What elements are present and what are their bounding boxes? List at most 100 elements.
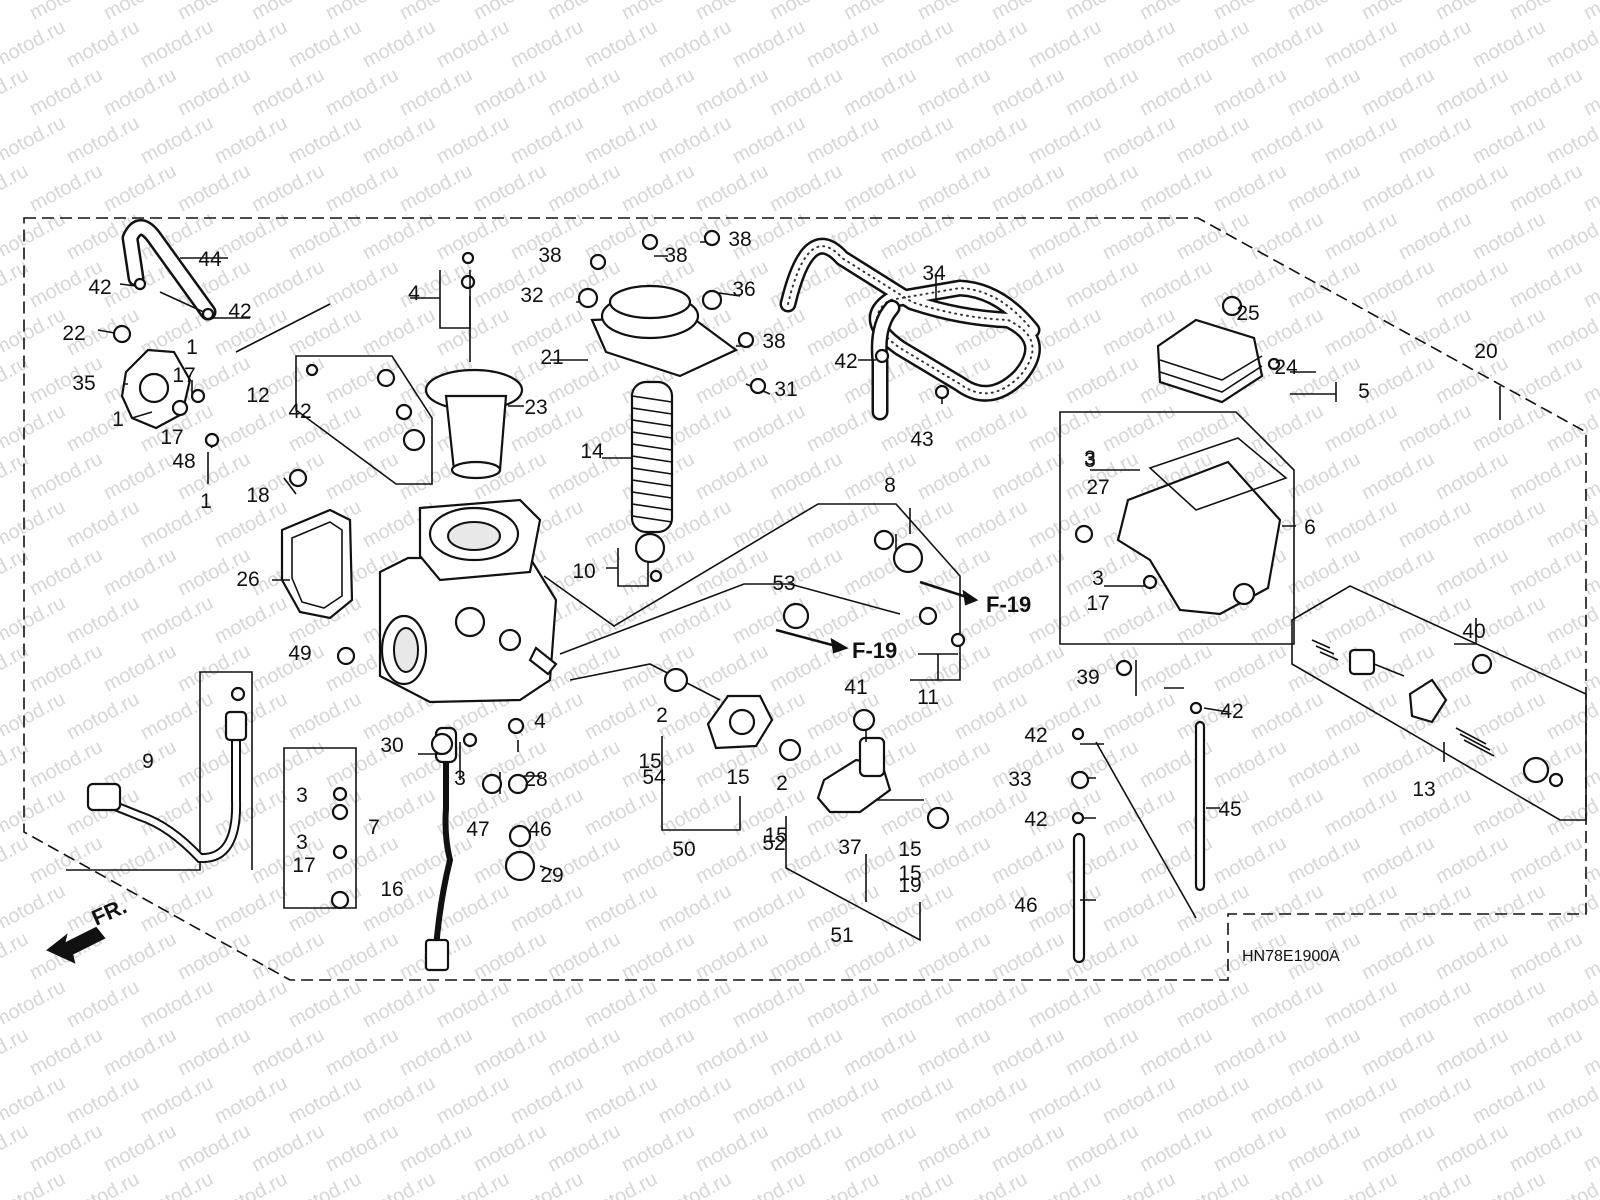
watermark-text: motod.ru	[470, 1120, 550, 1176]
callout-31: 31	[774, 378, 797, 401]
watermark-text: motod.ru	[914, 832, 994, 888]
accelerator-pump-13	[1311, 639, 1564, 788]
watermark-text: motod.ru	[803, 1168, 883, 1200]
watermark-text: motod.ru	[433, 1168, 513, 1200]
watermark-text: motod.ru	[1247, 1072, 1327, 1128]
watermark-text: motod.ru	[803, 16, 883, 72]
watermark-text: motod.ru	[1395, 304, 1475, 360]
watermark-text: motod.ru	[1173, 1168, 1253, 1200]
watermark-text: motod.ru	[359, 976, 439, 1032]
watermark-text: motod.ru	[803, 400, 883, 456]
watermark-text: motod.ru	[1432, 160, 1512, 216]
watermark-text: motod.ru	[988, 1024, 1068, 1080]
watermark-text: motod.ru	[1395, 1168, 1475, 1200]
watermark-text: motod.ru	[914, 736, 994, 792]
watermark-text: motod.ru	[285, 1168, 365, 1200]
watermark-text: motod.ru	[137, 688, 217, 744]
watermark-text: motod.ru	[100, 640, 180, 696]
watermark-text: motod.ru	[766, 64, 846, 120]
watermark-text: motod.ru	[211, 976, 291, 1032]
watermark-text: motod.ru	[1395, 16, 1475, 72]
watermark-text: motod.ru	[1395, 400, 1475, 456]
watermark-text: motod.ru	[951, 496, 1031, 552]
watermark-text: motod.ru	[1580, 640, 1600, 696]
watermark-text: motod.ru	[1062, 256, 1142, 312]
callout-38: 38	[538, 244, 561, 267]
callout-30: 30	[380, 734, 403, 757]
watermark-text: motod.ru	[1469, 784, 1549, 840]
watermark-text: motod.ru	[174, 0, 254, 24]
watermark-text: motod.ru	[1506, 928, 1586, 984]
callout-55: 55	[0, 0, 12, 5]
watermark-text: motod.ru	[137, 1168, 217, 1200]
watermark-text: motod.ru	[1321, 496, 1401, 552]
watermark-text: motod.ru	[914, 1120, 994, 1176]
watermark-text: motod.ru	[544, 928, 624, 984]
callout-4: 4	[408, 282, 420, 305]
watermark-text: motod.ru	[1395, 880, 1475, 936]
watermark-text: motod.ru	[1321, 688, 1401, 744]
callout-15: 15	[764, 824, 787, 847]
callout-12: 12	[246, 384, 269, 407]
watermark-text: motod.ru	[285, 1072, 365, 1128]
watermark-text: motod.ru	[359, 208, 439, 264]
watermark-text: motod.ru	[26, 0, 106, 24]
watermark-text: motod.ru	[1173, 400, 1253, 456]
watermark-text: motod.ru	[1395, 976, 1475, 1032]
callout-7: 7	[368, 816, 380, 839]
watermark-text: motod.ru	[1321, 304, 1401, 360]
watermark-text: motod.ru	[0, 928, 32, 984]
watermark-text: motod.ru	[729, 496, 809, 552]
callout-9: 9	[142, 750, 154, 773]
watermark-text: motod.ru	[1469, 400, 1549, 456]
watermark-text: motod.ru	[211, 592, 291, 648]
callout-42: 42	[228, 300, 251, 323]
watermark-text: motod.ru	[1358, 256, 1438, 312]
watermark-text: motod.ru	[1469, 880, 1549, 936]
watermark-text: motod.ru	[396, 160, 476, 216]
callout-34: 34	[922, 262, 946, 285]
watermark-text: motod.ru	[877, 976, 957, 1032]
watermark-text: motod.ru	[0, 832, 32, 888]
watermark-text: motod.ru	[285, 976, 365, 1032]
callout-26: 26	[236, 568, 259, 591]
watermark-text: motod.ru	[1062, 352, 1142, 408]
watermark-text: motod.ru	[174, 1024, 254, 1080]
watermark-text: motod.ru	[655, 112, 735, 168]
watermark-text: motod.ru	[1284, 1120, 1364, 1176]
callout-46: 46	[528, 818, 551, 841]
watermark-text: motod.ru	[914, 0, 994, 24]
watermark-text: motod.ru	[1247, 784, 1327, 840]
watermark-text: motod.ru	[803, 112, 883, 168]
callout-17: 17	[172, 364, 195, 387]
callout-20: 20	[1474, 340, 1497, 363]
watermark-text: motod.ru	[1469, 208, 1549, 264]
watermark-text: motod.ru	[1136, 1120, 1216, 1176]
watermark-text: motod.ru	[951, 784, 1031, 840]
watermark-text: motod.ru	[1506, 256, 1586, 312]
watermark-text: motod.ru	[1210, 736, 1290, 792]
watermark-text: motod.ru	[951, 400, 1031, 456]
watermark-text: motod.ru	[359, 304, 439, 360]
watermark-text: motod.ru	[1321, 592, 1401, 648]
watermark-text: motod.ru	[581, 880, 661, 936]
watermark-text: motod.ru	[544, 0, 624, 24]
watermark-text: motod.ru	[581, 976, 661, 1032]
watermark-text: motod.ru	[0, 1024, 32, 1080]
watermark-text: motod.ru	[0, 64, 32, 120]
watermark-text: motod.ru	[988, 160, 1068, 216]
callout-18: 18	[246, 484, 269, 507]
watermark-text: motod.ru	[211, 112, 291, 168]
watermark-text: motod.ru	[248, 256, 328, 312]
watermark-text: motod.ru	[1062, 0, 1142, 24]
watermark-text: motod.ru	[507, 112, 587, 168]
watermark-text: motod.ru	[1247, 112, 1327, 168]
watermark-text: motod.ru	[1358, 1024, 1438, 1080]
watermark-text: motod.ru	[544, 1024, 624, 1080]
watermark-text: motod.ru	[1321, 208, 1401, 264]
watermark-text: motod.ru	[211, 400, 291, 456]
watermark-text: motod.ru	[840, 160, 920, 216]
watermark-text: motod.ru	[1247, 880, 1327, 936]
watermark-text: motod.ru	[26, 1024, 106, 1080]
watermark-text: motod.ru	[803, 1072, 883, 1128]
